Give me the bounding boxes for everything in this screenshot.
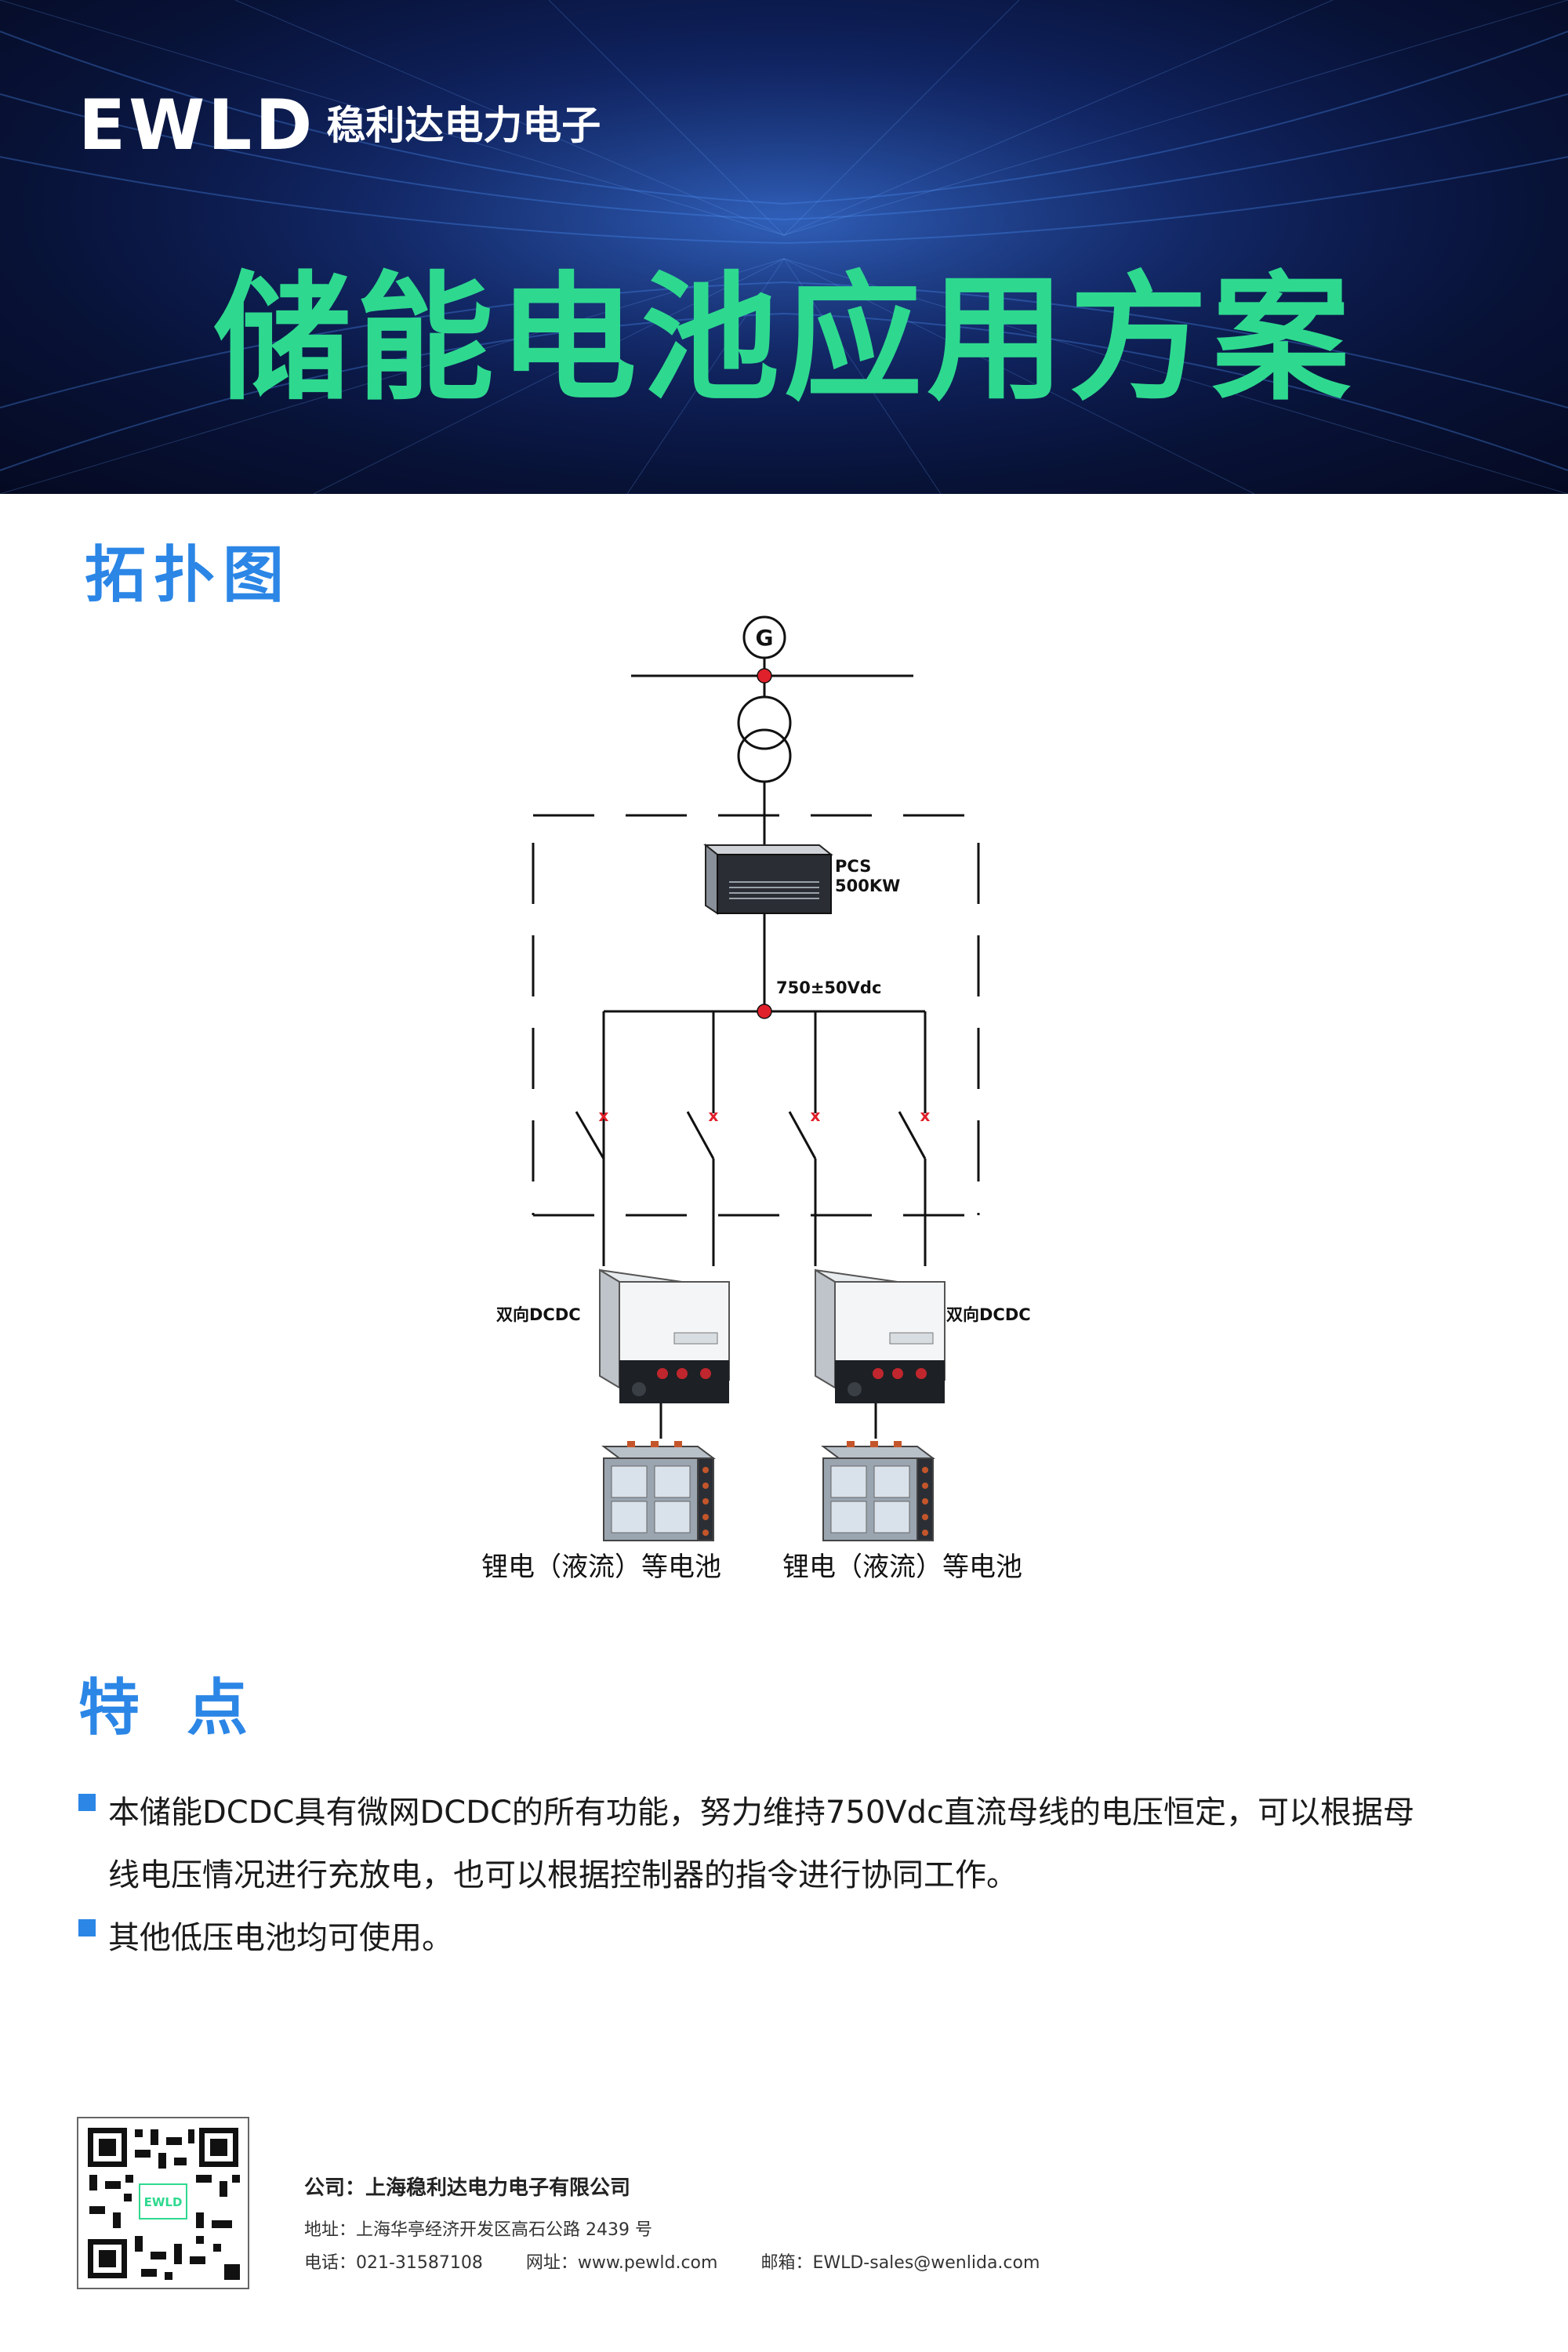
transformer-coil-bottom [737,728,792,783]
page-title: 储能电池应用方案 [212,259,1355,419]
battery-right-label: 锂电（液流）等电池 [782,1552,1022,1583]
breaker-mark-1: x [599,1106,609,1125]
container-dashed-boundary [532,814,980,1217]
generator-label: G [756,625,774,651]
qr-code: EWLD [77,2117,249,2289]
feature-text-1: 本储能DCDC具有微网DCDC的所有功能，努力维持750Vdc直流母线的电压恒定… [108,1795,1415,1893]
battery-pack-left-icon [601,1441,716,1541]
battery-pack-right-icon [821,1441,935,1541]
transformer-coil-top [737,695,792,750]
battery-left-label: 锂电（液流）等电池 [481,1552,721,1583]
dc-bus-voltage-label: 750±50Vdc [776,978,882,997]
hero-banner: EWLD 稳利达电力电子 储能电池应用方案 [0,0,1568,494]
feature-item-1: 本储能DCDC具有微网DCDC的所有功能，努力维持750Vdc直流母线的电压恒定… [78,1781,1427,1907]
features-section-title: 特点 [78,1673,296,1744]
breaker-mark-4: x [920,1106,931,1125]
breaker-3 [788,1111,817,1160]
pcs-cabinet-icon [703,843,833,915]
pcs-label: PCS 500KW [835,857,900,896]
dcdc-left-label: 双向DCDC [496,1305,581,1324]
logo-chinese-name: 稳利达电力电子 [326,103,601,148]
pcs-rating: 500KW [835,877,901,896]
topology-diagram: G x x x x [532,615,980,1541]
dcdc-right-label: 双向DCDC [946,1305,1031,1324]
hero-background [0,0,1568,494]
breaker-4 [898,1111,927,1160]
topology-section-title: 拓扑图 [85,540,292,611]
dc-junction-dot [757,1004,772,1019]
breaker-2 [686,1111,715,1160]
footer-contact-row: 电话：021-31587108 网址：www.pewld.com 邮箱：EWLD… [304,2249,1077,2274]
pcs-name: PCS [835,857,872,876]
company-logo: EWLD 稳利达电力电子 [78,82,601,169]
dcdc-unit-right-icon [815,1269,946,1403]
footer-phone: 电话：021-31587108 [304,2253,483,2273]
feature-item-2: 其他低压电池均可使用。 [78,1907,1427,1969]
qr-center-logo: EWLD [144,2195,183,2209]
breaker-mark-2: x [709,1106,719,1125]
breaker-mark-3: x [811,1106,821,1125]
footer-address: 地址：上海华亭经济开发区高石公路 2439 号 [304,2220,652,2240]
dcdc-unit-left-icon [599,1269,730,1403]
footer-company: 公司：上海稳利达电力电子有限公司 [304,2176,631,2200]
grid-junction-dot [757,668,772,684]
footer-email[interactable]: 邮箱：EWLD-sales@wenlida.com [760,2253,1040,2273]
logo-mark: EWLD [78,85,316,165]
feature-text-2: 其他低压电池均可使用。 [108,1920,453,1956]
breaker-1 [575,1111,605,1160]
qr-code-graphic: EWLD [78,2118,248,2288]
bullet-square-icon [78,1919,96,1936]
bullet-square-icon [78,1794,96,1811]
footer-website[interactable]: 网址：www.pewld.com [525,2253,718,2273]
